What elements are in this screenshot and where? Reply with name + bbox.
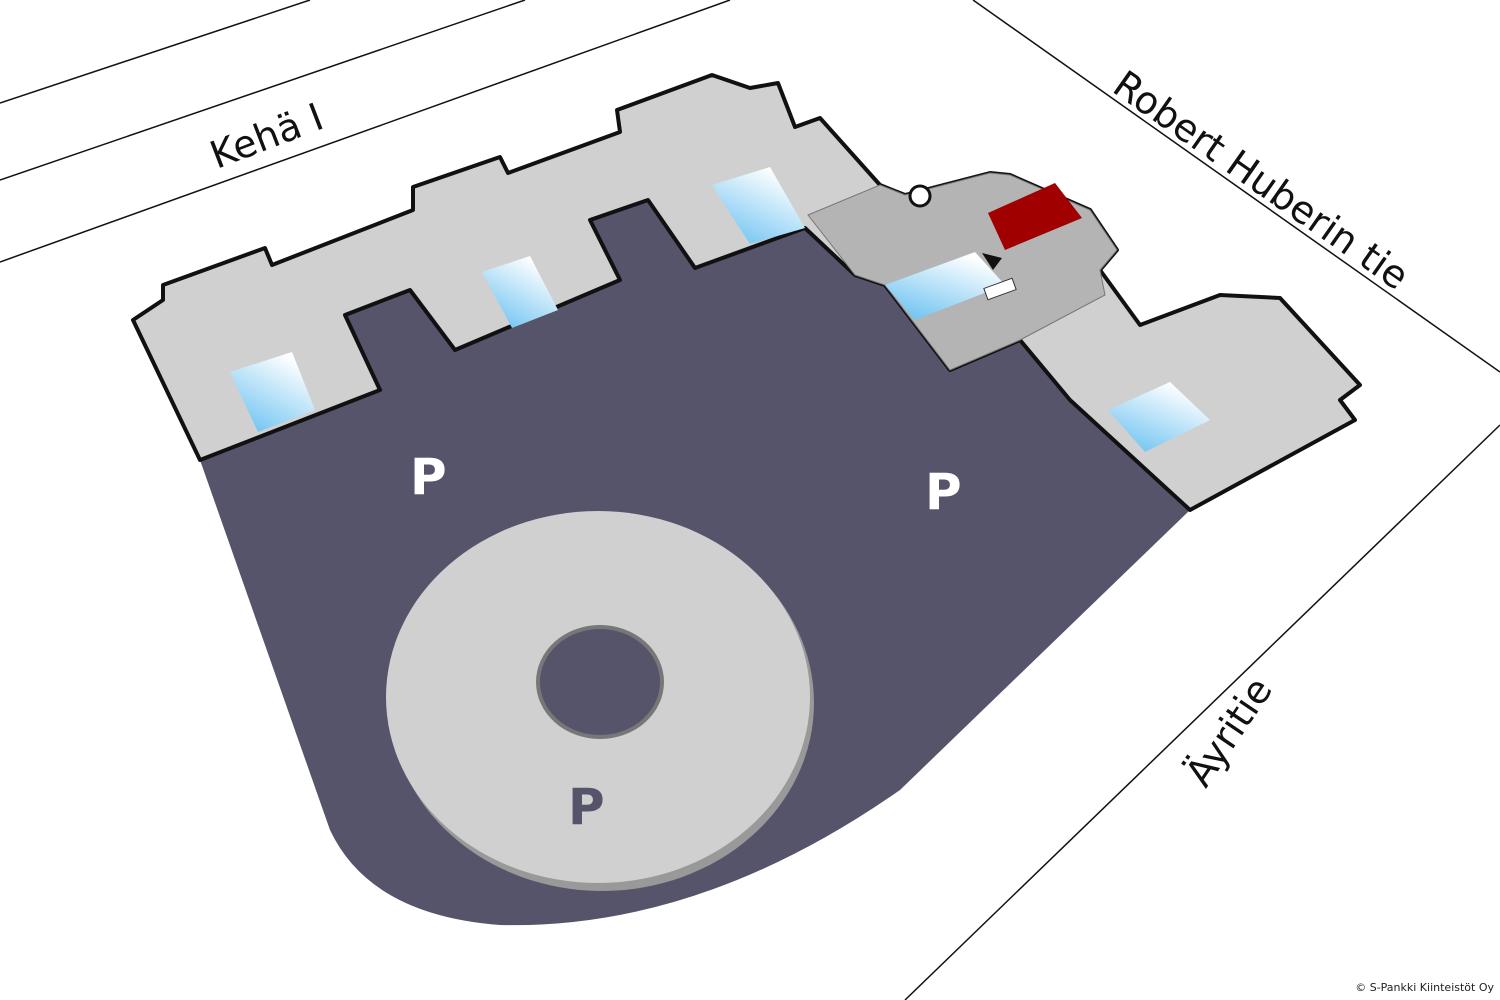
copyright: © S-Pankki Kiinteistöt Oy [1355,981,1494,994]
location-marker-icon [982,253,1002,270]
skylights [230,167,1210,452]
entrance-icon [908,184,932,208]
parking-garage [386,511,814,891]
parking-label-garage: P [568,778,605,836]
parking-label-left: P [410,448,447,506]
building [131,73,1362,512]
parking-label-right: P [925,463,962,521]
escalator-icon [983,277,1017,301]
highlighted-store [988,183,1082,250]
